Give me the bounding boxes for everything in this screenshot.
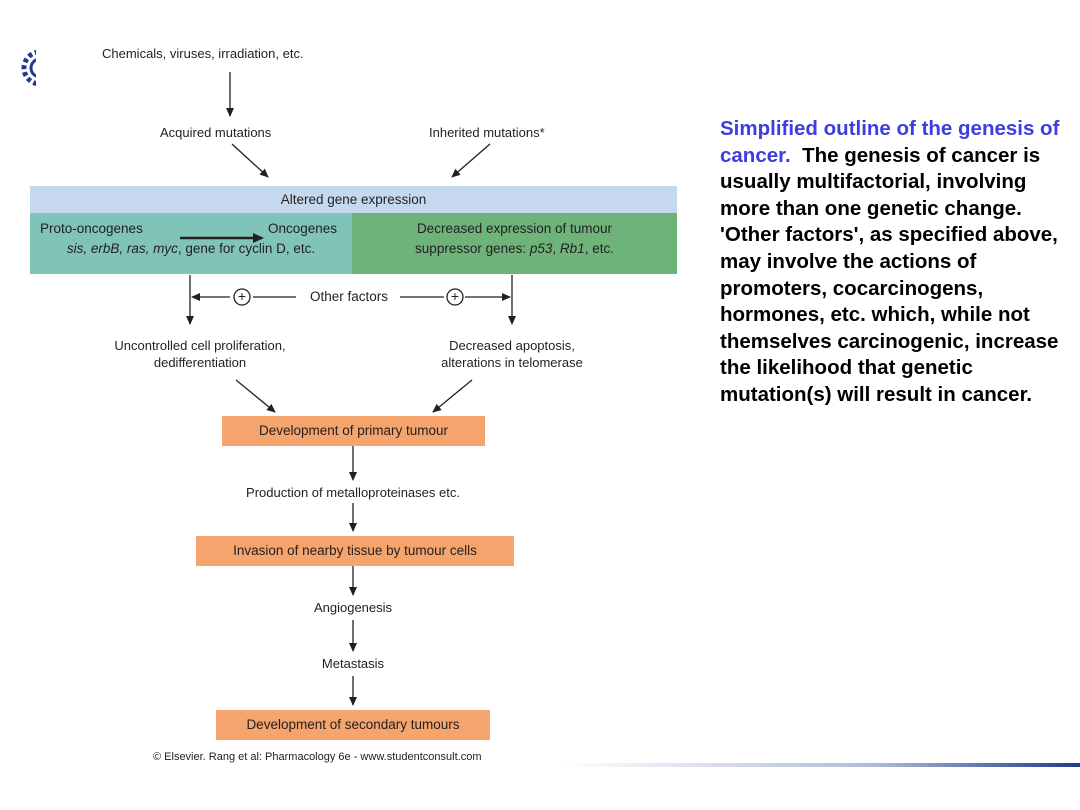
caption-title: Simplified outline of the genesis of can… bbox=[720, 117, 1060, 167]
oncogene-examples-rest: , gene for cyclin D, etc. bbox=[177, 241, 316, 256]
arrow-uncontrolled-to-primary bbox=[235, 379, 276, 413]
acquired-mutations-label: Acquired mutations bbox=[160, 125, 272, 140]
proto-oncogenes-label: Proto-oncogenes bbox=[40, 221, 143, 236]
figure-caption: Simplified outline of the genesis of can… bbox=[720, 116, 1070, 409]
invasion-box: Invasion of nearby tissue by tumour cell… bbox=[196, 536, 514, 566]
other-factors-label: Other factors bbox=[309, 289, 389, 304]
caption-body: The genesis of cancer is usually multifa… bbox=[720, 143, 1059, 406]
secondary-tumours-box: Development of secondary tumours bbox=[216, 710, 490, 740]
arrow-apoptosis-to-primary bbox=[432, 379, 473, 413]
apoptosis-line1: Decreased apoptosis, bbox=[449, 338, 575, 353]
p53-gene: p53 bbox=[529, 241, 553, 256]
inherited-mutations-label: Inherited mutations* bbox=[429, 125, 545, 140]
oncogene-examples: sis, erbB, ras, myc, gene for cyclin D, … bbox=[32, 239, 350, 258]
causes-label: Chemicals, viruses, irradiation, etc. bbox=[102, 46, 304, 61]
uncontrolled-line1: Uncontrolled cell proliferation, bbox=[114, 338, 286, 353]
plus-right-circle bbox=[446, 288, 464, 306]
oncogene-examples-italic: sis, erbB, ras, myc bbox=[66, 241, 178, 256]
gear-logo-icon bbox=[14, 42, 36, 94]
oncogene-band bbox=[30, 213, 352, 274]
suppressor-sep: , bbox=[552, 241, 560, 256]
decreased-apoptosis-label: Decreased apoptosis, alterations in telo… bbox=[412, 337, 612, 371]
copyright-credit: © Elsevier. Rang et al: Pharmacology 6e … bbox=[153, 751, 482, 763]
altered-gene-expression-band bbox=[30, 186, 677, 213]
uncontrolled-line2: dedifferentiation bbox=[153, 355, 247, 370]
oncogenes-label: Oncogenes bbox=[268, 221, 338, 236]
tumour-suppressor-band bbox=[352, 213, 677, 274]
suppressor-label-line1: Decreased expression of tumour bbox=[416, 221, 613, 236]
suppressor-label-line2: suppressor genes: p53, Rb1, etc. bbox=[352, 239, 677, 258]
metastasis-label: Metastasis bbox=[321, 656, 385, 671]
suppressor-pre: suppressor genes: bbox=[415, 241, 530, 256]
arrow-acquired-to-altered bbox=[231, 143, 269, 178]
footer-rule bbox=[560, 763, 1080, 767]
uncontrolled-proliferation-label: Uncontrolled cell proliferation, dediffe… bbox=[80, 337, 320, 371]
plus-right: + bbox=[450, 288, 460, 304]
primary-tumour-box: Development of primary tumour bbox=[222, 416, 485, 446]
arrow-inherited-to-altered bbox=[451, 143, 491, 178]
angiogenesis-label: Angiogenesis bbox=[313, 600, 393, 615]
plus-left-circle bbox=[233, 288, 251, 306]
altered-gene-expression-label: Altered gene expression bbox=[280, 192, 427, 207]
suppressor-post: , etc. bbox=[584, 241, 614, 256]
metalloproteinases-label: Production of metalloproteinases etc. bbox=[246, 485, 460, 500]
rb1-gene: Rb1 bbox=[559, 241, 585, 256]
apoptosis-line2: alterations in telomerase bbox=[441, 355, 583, 370]
plus-left: + bbox=[237, 288, 247, 304]
